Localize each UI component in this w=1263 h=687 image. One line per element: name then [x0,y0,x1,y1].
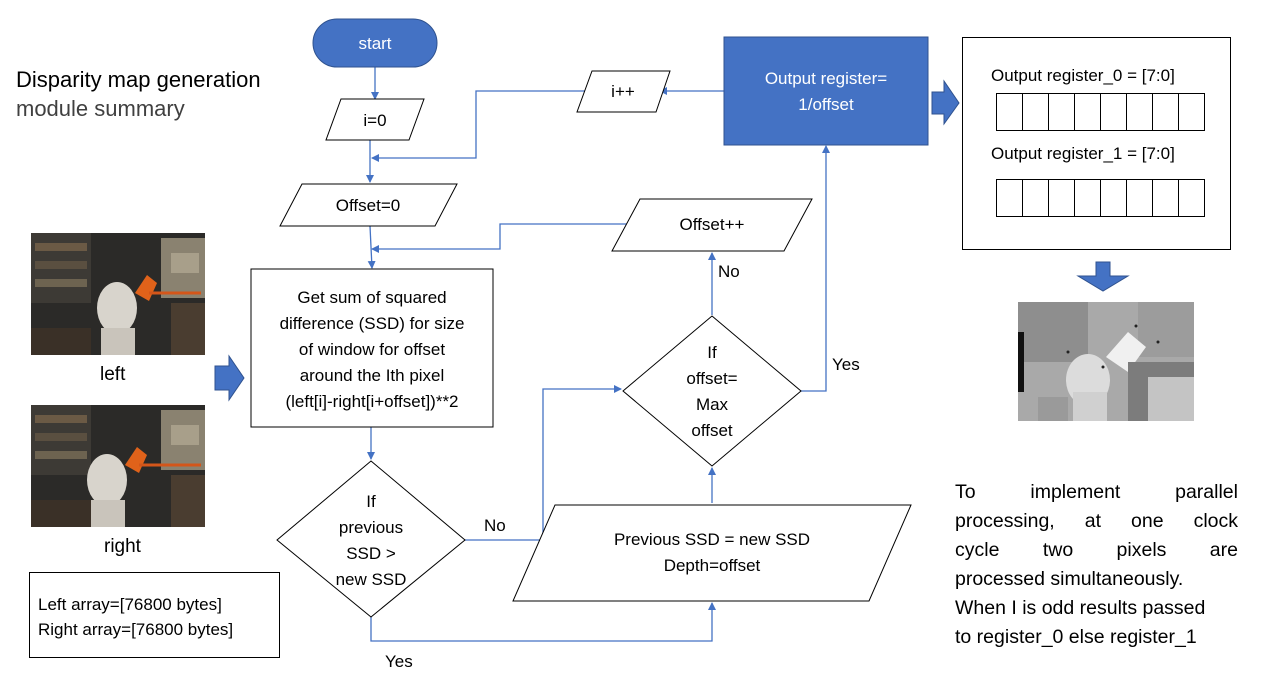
decision-max-line-1: If [707,343,717,362]
decision-max-offset [622,315,802,467]
bit-cell [1127,94,1153,130]
decision-prev-line-2: previous [339,518,403,537]
bit-cell [997,180,1023,216]
right-caption: right [104,536,141,557]
offset-init-shape [279,183,458,227]
label-yes-1: Yes [385,652,413,671]
output-line-2: 1/offset [798,95,854,114]
right-array-text: Right array=[76800 bytes] [38,620,234,639]
ssd-line-3: of window for offset [299,340,445,359]
bit-cell [1153,180,1179,216]
bit-cell [1179,180,1204,216]
decision-prev-text: If previous SSD > new SSD [336,492,407,589]
bit-cell [1075,94,1101,130]
decision-max-line-3: Max [696,395,729,414]
disparity-map-image [1018,302,1194,421]
arrow-yes-branch [370,602,716,642]
label-no-1: No [484,516,506,535]
arrow-no-branch [465,385,622,541]
decision-max-line-2: offset= [686,369,737,388]
bit-cell [1023,94,1049,130]
decision-max-line-4: offset [691,421,733,440]
bit-cell [1023,180,1049,216]
update-line-2: Depth=offset [664,556,761,575]
note-line-2: processing, at one clock [955,510,1238,532]
register-1-label: Output register_1 = [7:0] [991,144,1175,163]
bit-cell [1049,94,1075,130]
output-register-box [723,36,929,146]
i-inc-shape [576,70,671,113]
arrow-offsetinc-loop [371,223,640,253]
right-stereo-image [31,405,205,527]
array-size-box: Left array=[76800 bytes] Right array=[76… [29,572,280,658]
decision-prev-line-3: SSD > [346,544,396,563]
bit-cell [1101,180,1127,216]
decision-prev-ssd [276,460,466,618]
start-label: start [358,34,391,53]
decision-prev-line-4: new SSD [336,570,407,589]
branch-labels: No Yes No Yes [385,262,860,671]
note-line-5: When I is odd results passed [955,597,1206,619]
diagram-title: Disparity map generation [16,67,261,92]
left-array-text: Left array=[76800 bytes] [38,595,222,614]
note-line-6: to register_0 else register_1 [955,626,1197,648]
register-1-bits [996,179,1205,217]
note-line-3: cycle two pixels are [955,539,1238,561]
update-line-1: Previous SSD = new SSD [614,530,810,549]
bit-cell [997,94,1023,130]
left-caption: left [100,364,126,385]
offset-init-label: Offset=0 [336,196,400,215]
i-init-shape [325,98,425,141]
bit-cell [1179,94,1204,130]
ssd-text: Get sum of squared difference (SSD) for … [280,288,465,411]
bit-cell [1127,180,1153,216]
disparity-map-art [1018,302,1194,421]
arrow-max-yes [801,145,830,392]
ssd-process-box [250,268,494,428]
i-init-label: i=0 [363,111,386,130]
offset-inc-label: Offset++ [680,215,745,234]
register-block-arrow [931,79,960,126]
left-photo-art [31,233,205,355]
diagram-subtitle: module summary [16,96,185,121]
ssd-line-4: around the Ith pixel [300,366,445,385]
bit-cell [1153,94,1179,130]
bit-cell [1101,94,1127,130]
ssd-line-2: difference (SSD) for size [280,314,465,333]
connector-lines [366,67,830,642]
bit-cell [1049,180,1075,216]
ssd-line-5: (left[i]-right[i+offset])**2 [285,392,458,411]
output-line-1: Output register= [765,69,887,88]
label-no-2: No [718,262,740,281]
arrow-iinc-loop [371,90,592,162]
decision-max-text: If offset= Max offset [686,343,737,440]
register-panel: Output register_0 = [7:0] Output registe… [962,37,1231,250]
offset-inc-shape [611,198,813,252]
left-stereo-image [31,233,205,355]
result-block-arrow [1076,261,1130,292]
input-block-arrow [214,354,245,402]
label-yes-2: Yes [832,355,860,374]
note-line-4: processed simultaneously. [955,568,1184,590]
register-0-bits [996,93,1205,131]
parallel-processing-note: To implement parallel processing, at one… [955,478,1238,652]
right-photo-art [31,405,205,527]
ssd-line-1: Get sum of squared [297,288,446,307]
arrow-offset-to-ssd [367,225,376,269]
update-ssd-shape [512,504,912,602]
update-ssd-text: Previous SSD = new SSD Depth=offset [614,530,810,575]
register-0-label: Output register_0 = [7:0] [991,66,1175,85]
note-line-1: To implement parallel [955,481,1238,503]
output-register-text: Output register= 1/offset [765,69,887,114]
decision-prev-line-1: If [366,492,376,511]
bit-cell [1075,180,1101,216]
start-terminal [312,18,438,68]
i-inc-label: i++ [611,82,635,101]
